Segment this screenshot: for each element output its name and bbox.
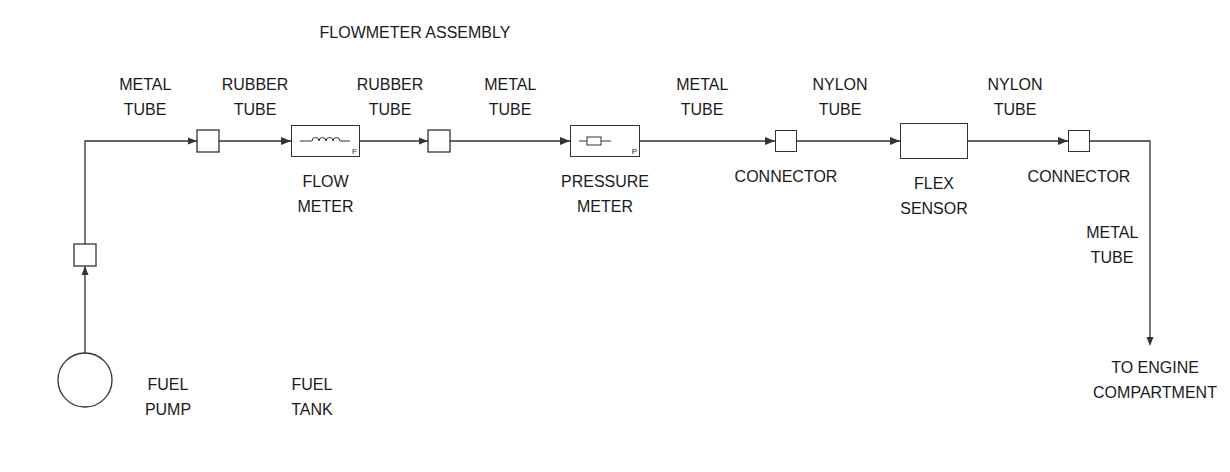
component-label: FUEL TANK — [291, 372, 332, 422]
assembly-region: FLOWMETER ASSEMBLYFLOW METERFPRESSURE ME… — [38, 5, 792, 253]
destination-label: TO ENGINE COMPARTMENT — [1085, 355, 1225, 405]
tube-connector — [797, 140, 900, 141]
tube-connector — [85, 141, 291, 353]
flow-arrowhead — [419, 138, 428, 145]
tube-label: NYLON TUBE — [812, 72, 867, 122]
pressure-meter-box: PRESSURE METERP — [570, 125, 640, 157]
component-label: CONNECTOR — [735, 164, 838, 189]
flex-sensor-box: FLEX SENSOR — [900, 123, 968, 159]
tank-wall — [6, 313, 297, 466]
tube-label: RUBBER TUBE — [222, 72, 289, 122]
flow-meter-symbol — [292, 126, 359, 156]
tube-label: METAL TUBE — [484, 72, 536, 122]
fuel-tank: FUEL TANK FUEL PUMP — [5, 312, 350, 470]
connector-box: CONNECTOR — [1068, 130, 1090, 152]
component-label: PRESSURE METER — [561, 169, 649, 219]
component-label: FLEX SENSOR — [900, 171, 968, 221]
tube-label: METAL TUBE — [119, 72, 171, 122]
shape-data-marker: F — [352, 147, 357, 156]
region-title: FLOWMETER ASSEMBLY — [320, 20, 511, 45]
pressure-meter-symbol — [571, 126, 639, 156]
tube-connector — [360, 140, 570, 141]
component-label: FUEL PUMP — [145, 372, 191, 422]
connector-box: CONNECTOR — [775, 130, 797, 152]
flow-meter-box: FLOW METERF — [291, 125, 360, 157]
fuel-pump: FUEL PUMP — [55, 350, 205, 430]
fuel-fill — [0, 337, 305, 472]
tube-connector — [640, 140, 775, 141]
tank-interior — [6, 313, 297, 466]
tube-label: NYLON TUBE — [987, 72, 1042, 122]
component-label: CONNECTOR — [1028, 164, 1131, 189]
component-label: FLOW METER — [298, 169, 354, 219]
tube-label: METAL TUBE — [676, 72, 728, 122]
tube-fitting-symbol — [428, 130, 450, 152]
tube-label: METAL TUBE — [1086, 220, 1138, 270]
tube-fitting-symbol — [197, 130, 219, 152]
tube-fitting-symbol — [74, 244, 96, 266]
flow-arrowhead — [1147, 337, 1154, 346]
tube-label: RUBBER TUBE — [357, 72, 424, 122]
pump-circle — [58, 353, 112, 407]
coil-symbol — [300, 138, 350, 142]
tube-connector — [968, 140, 1068, 141]
sensor-element — [587, 137, 601, 145]
shape-data-marker: P — [632, 147, 637, 156]
flow-arrowhead — [188, 138, 197, 145]
flow-arrowhead — [82, 266, 89, 275]
assembly-outline — [38, 5, 792, 253]
